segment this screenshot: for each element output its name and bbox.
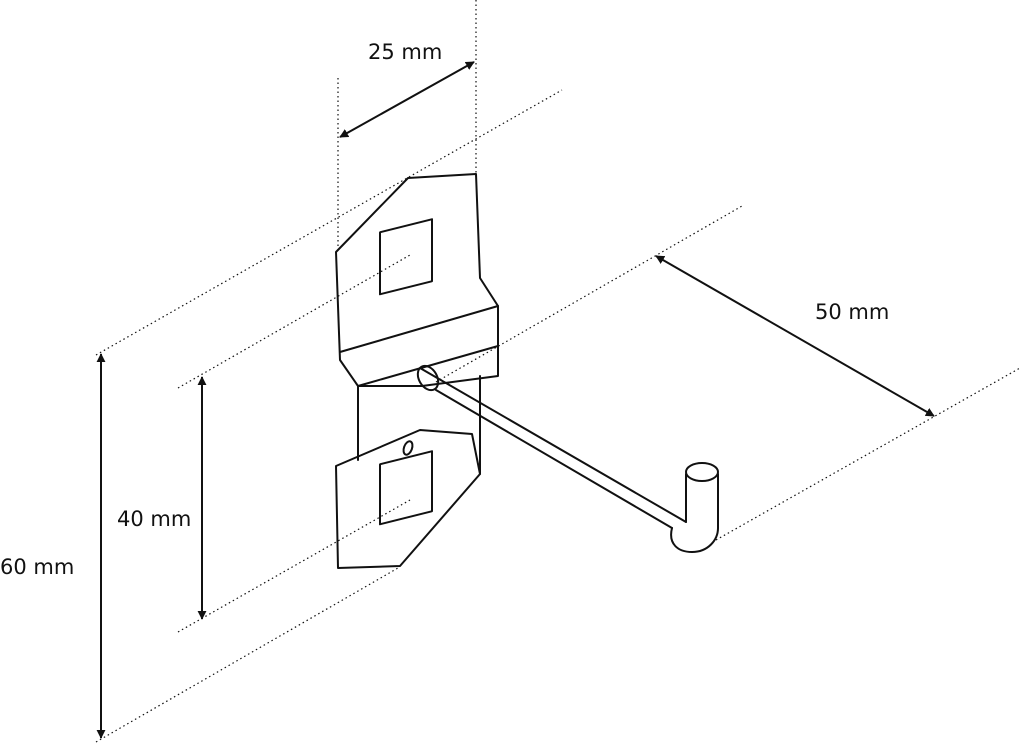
lower-square-slot: [379, 450, 433, 526]
bracket-upper-bend: [339, 305, 499, 387]
bracket-upper-tab: [335, 173, 499, 387]
width-dimension-label: 25 mm: [368, 40, 443, 64]
width-dimension-arrow: [339, 61, 475, 138]
rod-upturn: [670, 473, 719, 553]
rod-end-collar: [416, 364, 440, 392]
hook-rod: [416, 364, 719, 553]
upper-square-slot: [379, 218, 433, 296]
height-dimension-label: 60 mm: [0, 555, 75, 579]
depth-dimension-label: 50 mm: [815, 300, 890, 324]
hook-bracket: [335, 173, 499, 569]
dimension-arrows: [96, 61, 935, 739]
depth-dimension-arrow: [655, 255, 935, 417]
rod-shaft: [419, 367, 687, 529]
extension-lines: [95, 0, 1020, 743]
slot-spacing-dimension-label: 40 mm: [117, 507, 192, 531]
bracket-lower-tab: [335, 429, 481, 569]
rivet-hole: [402, 440, 414, 456]
rod-tip: [685, 462, 719, 482]
bracket-body: [357, 375, 481, 475]
